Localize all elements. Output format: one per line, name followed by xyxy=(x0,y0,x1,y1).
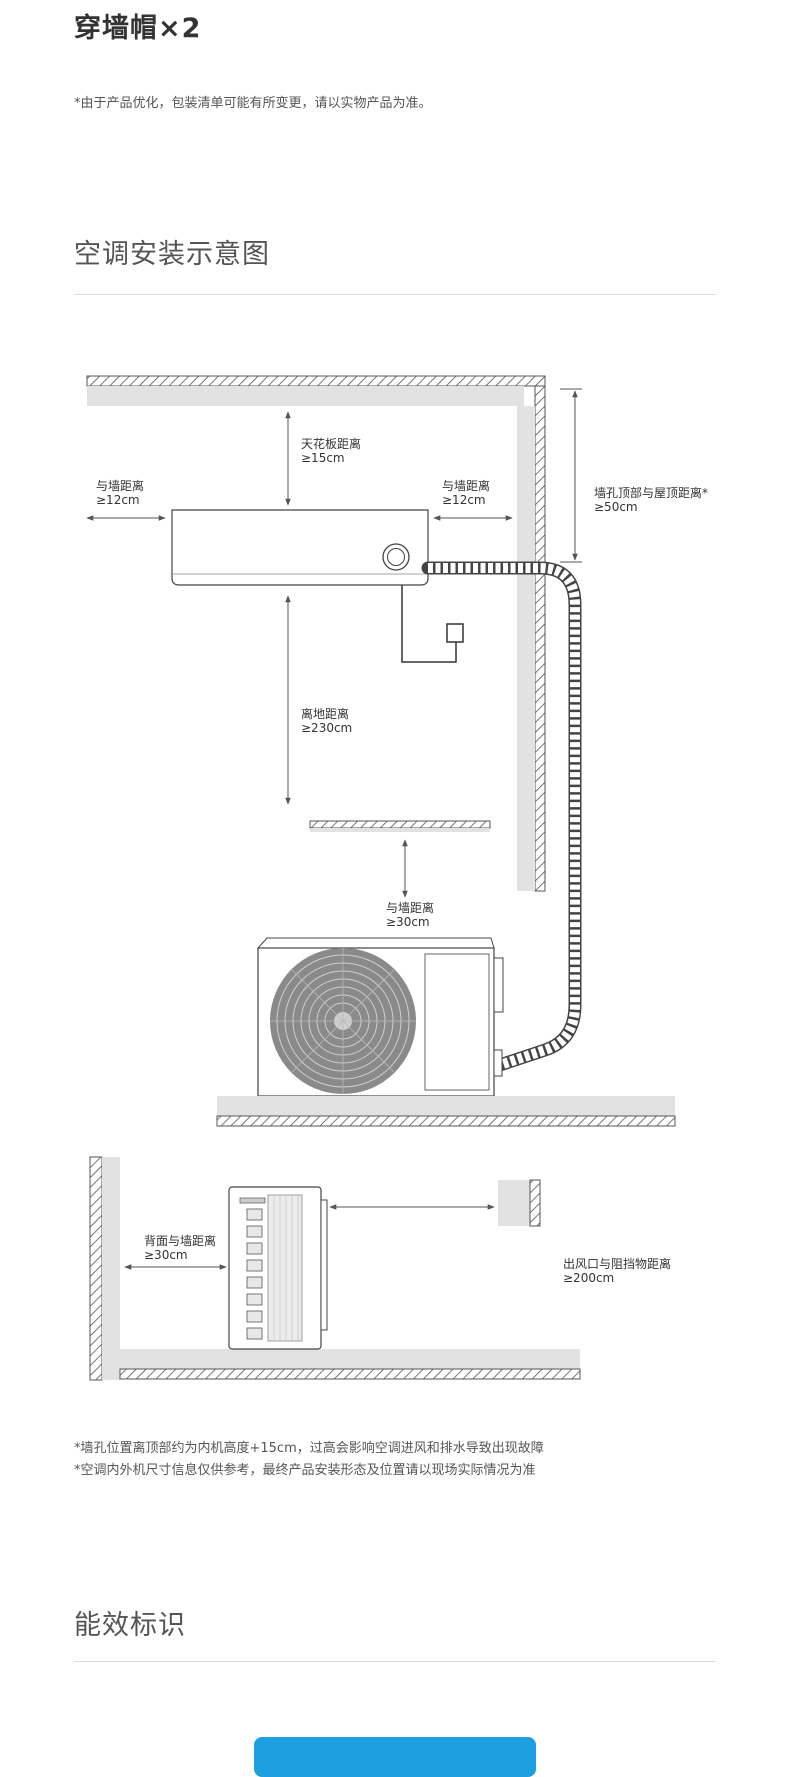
side-view-ground xyxy=(119,1349,581,1380)
hole-roof-distance-title: 墙孔顶部与屋顶距离* xyxy=(594,485,708,500)
floor-distance-title: 离地距离 xyxy=(301,706,349,721)
left-wall-distance-title: 与墙距离 xyxy=(96,478,144,493)
side-view-left-wall xyxy=(89,1156,120,1381)
install-footnote-2: *空调内外机尺寸信息仅供参考，最终产品安装形态及位置请以现场实际情况为准 xyxy=(74,1463,536,1478)
right-wall-distance-value: ≥12cm xyxy=(442,493,486,507)
right-wall xyxy=(517,385,546,892)
installation-diagram: 天花板距离 ≥15cm 与墙距离 ≥12cm 与墙距离 ≥12cm 墙孔顶部与屋… xyxy=(86,375,708,1381)
floor-distance-value: ≥230cm xyxy=(301,721,352,735)
refrigerant-pipe xyxy=(421,561,582,1072)
power-cable xyxy=(401,585,464,663)
left-wall-distance-value: ≥12cm xyxy=(96,493,140,507)
back-wall-distance-title: 背面与墙距离 xyxy=(144,1233,216,1248)
ground-slab xyxy=(216,1096,676,1127)
outdoor-unit-side xyxy=(228,1186,328,1350)
install-section-title: 空调安装示意图 xyxy=(74,239,270,270)
outdoor-unit-front xyxy=(256,937,504,1097)
fan-icon xyxy=(270,948,416,1094)
outlet-distance-value: ≥200cm xyxy=(563,1271,614,1285)
ceiling-wall xyxy=(86,375,546,406)
hole-roof-distance-arrow xyxy=(560,388,582,563)
back-wall-distance-value: ≥30cm xyxy=(144,1248,188,1262)
packing-list-note: *由于产品优化，包装清单可能有所变更，请以实物产品为准。 xyxy=(74,96,432,111)
ceiling-distance-value: ≥15cm xyxy=(301,451,345,465)
outdoor-wall-distance-value: ≥30cm xyxy=(386,915,430,929)
energy-section-title: 能效标识 xyxy=(74,1610,186,1641)
energy-label-banner[interactable] xyxy=(254,1737,536,1777)
outlet-obstacle xyxy=(498,1179,541,1227)
outlet-distance-title: 出风口与阻挡物距离 xyxy=(563,1256,671,1271)
packing-list-item-wall-cap: 穿墙帽×2 xyxy=(74,13,202,44)
install-footnote-1: *墙孔位置离顶部约为内机高度+15cm，过高会影响空调进风和排水导致出现故障 xyxy=(74,1441,544,1456)
hole-roof-distance-value: ≥50cm xyxy=(594,500,638,514)
install-section-divider xyxy=(74,294,716,295)
obstacle-shelf xyxy=(309,820,491,829)
indoor-unit xyxy=(171,509,429,586)
right-wall-distance-title: 与墙距离 xyxy=(442,478,490,493)
outdoor-wall-distance-title: 与墙距离 xyxy=(386,900,434,915)
ceiling-distance-title: 天花板距离 xyxy=(301,436,361,451)
energy-section-divider xyxy=(74,1661,716,1662)
